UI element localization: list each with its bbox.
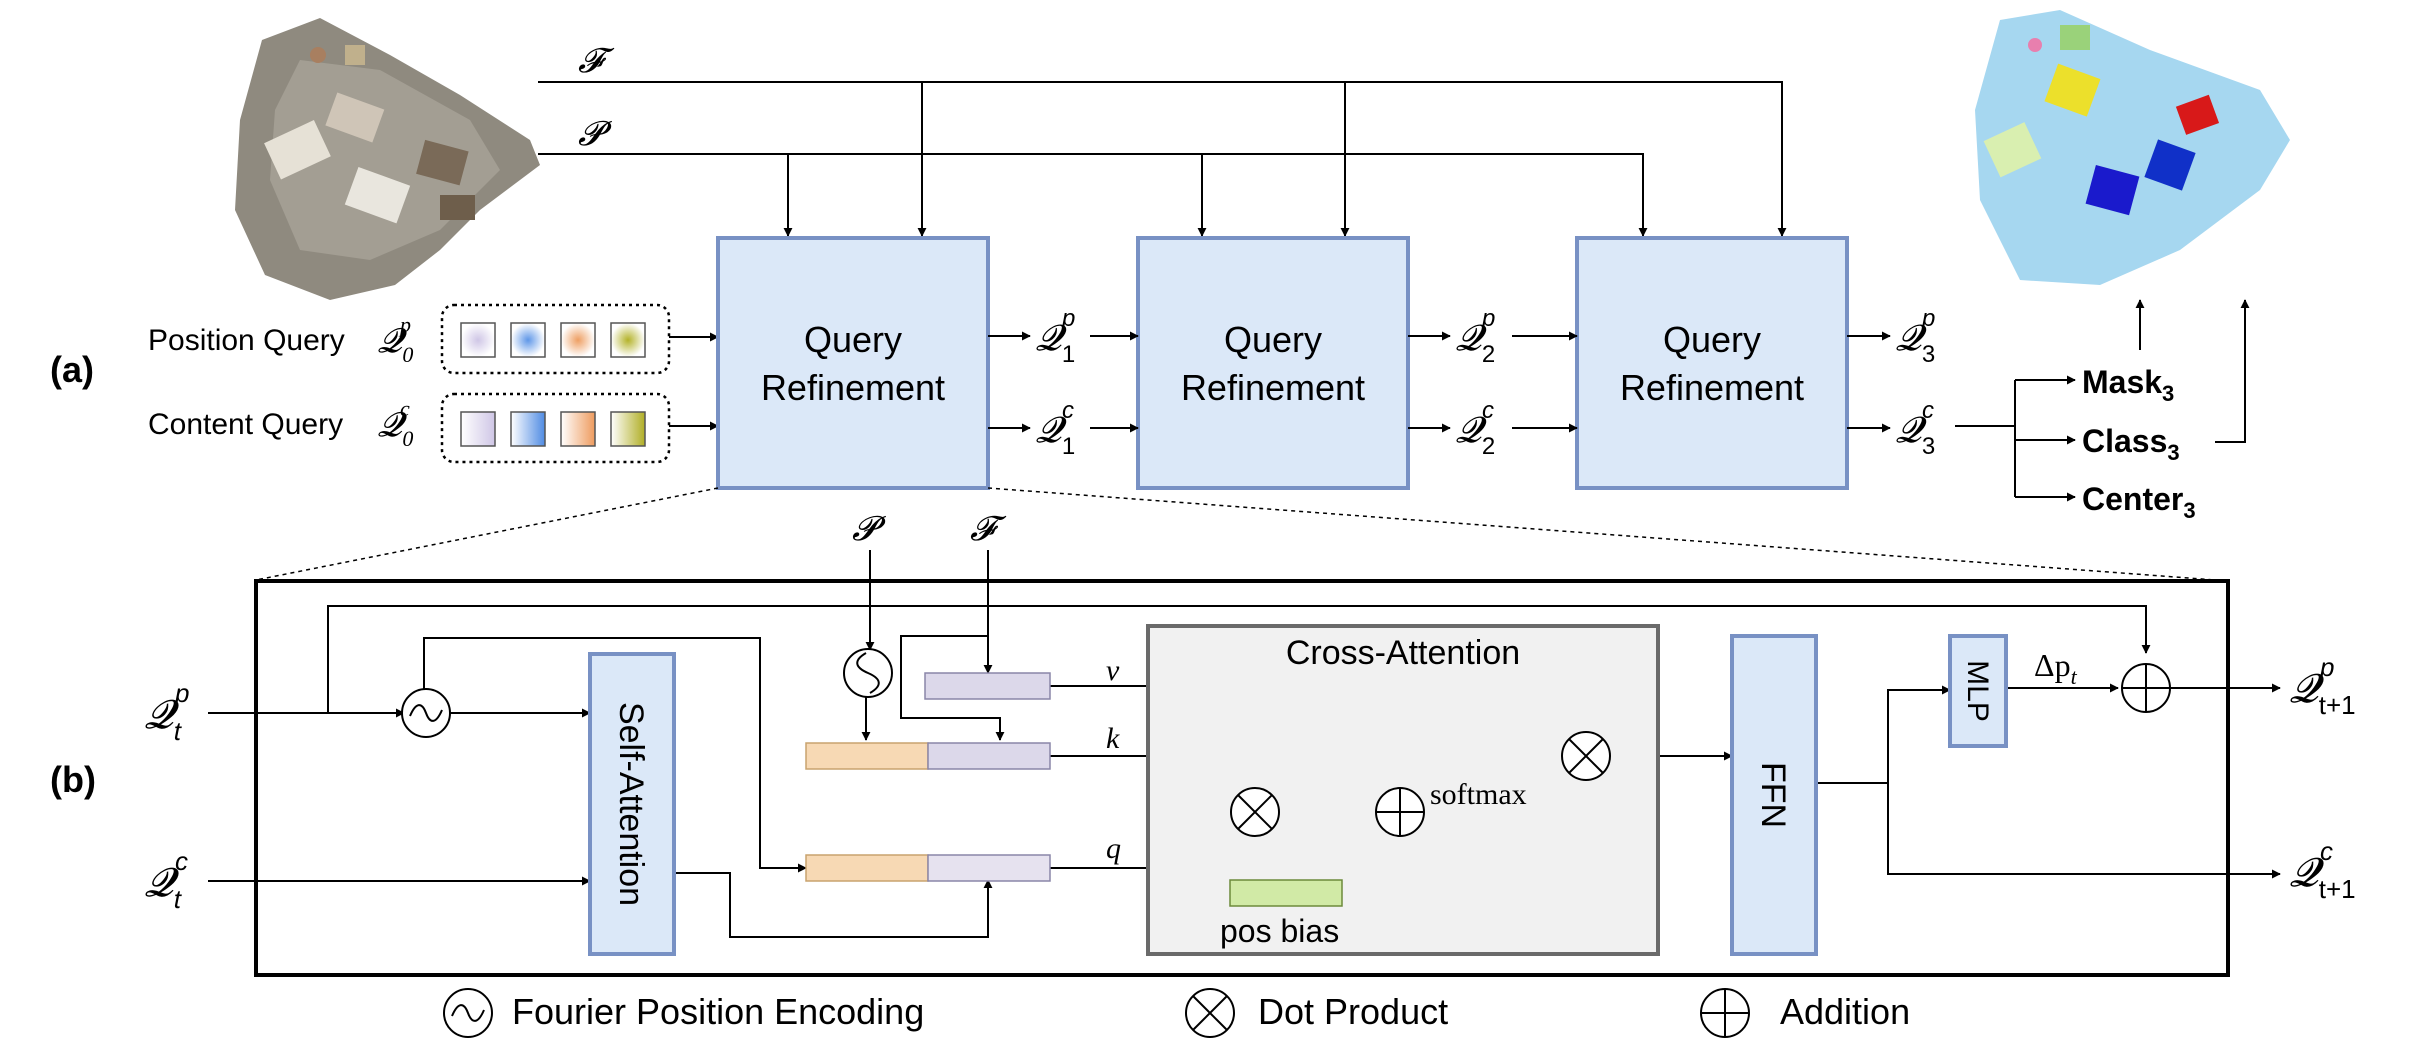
svg-text:𝓠1: 𝓠1 [1036, 317, 1075, 368]
query-token [805, 854, 1051, 882]
legend-dot-product: Dot Product [1185, 988, 1448, 1038]
legend-addition: Addition [1700, 988, 1910, 1038]
pos-token-2 [510, 322, 546, 358]
class-head: Class3 [2082, 423, 2180, 465]
delta-p-label: Δpt [2034, 647, 2078, 689]
addition-icon [1375, 787, 1425, 837]
ffn-block: FFN [1730, 634, 1818, 956]
svg-text:𝓠3: 𝓠3 [1896, 409, 1935, 460]
content-token-2 [510, 411, 546, 447]
q3-position: 𝓠3 p [1896, 305, 1935, 368]
mlp-block: MLP [1948, 634, 2008, 748]
legend-fourier: Fourier Position Encoding [443, 988, 924, 1038]
svg-text:c: c [1482, 397, 1494, 424]
v-label: v [1106, 654, 1120, 687]
q2-content: 𝓠2 c [1456, 397, 1495, 460]
position-symbol: 𝓟 [578, 116, 612, 153]
svg-text:𝓠3: 𝓠3 [1896, 317, 1935, 368]
svg-text:c: c [2320, 836, 2333, 866]
svg-text:c: c [1922, 397, 1934, 424]
output-segmented-scene [1975, 10, 2290, 285]
detail-position-symbol: 𝓟 [852, 511, 886, 548]
svg-text:p: p [174, 678, 189, 708]
svg-text:Fourier Position Encoding: Fourier Position Encoding [512, 991, 924, 1032]
zoom-lines [255, 487, 2216, 581]
qt-position-input: 𝓠t p [145, 678, 189, 746]
pos-bias-token [1229, 879, 1343, 907]
svg-text:𝓠t+1: 𝓠t+1 [2290, 851, 2356, 904]
svg-text:Query: Query [1663, 319, 1761, 360]
svg-text:Self-Attention: Self-Attention [612, 702, 650, 906]
svg-text:𝓠2: 𝓠2 [1456, 317, 1495, 368]
svg-text:𝓠2: 𝓠2 [1456, 409, 1495, 460]
svg-text:MLP: MLP [1961, 660, 1994, 722]
feature-symbol: 𝓕 [578, 43, 615, 80]
fourier-encoding-icon [401, 688, 451, 738]
detail-feature-symbol: 𝓕 [970, 511, 1007, 548]
qt1-position-output: 𝓠t+1 p [2290, 652, 2356, 720]
svg-text:p: p [1061, 305, 1075, 332]
svg-text:FFN: FFN [1754, 762, 1792, 828]
svg-text:Addition: Addition [1780, 991, 1910, 1032]
addition-icon [2121, 663, 2171, 713]
query-refinement-1: Query Refinement [716, 236, 990, 490]
qt-content-input: 𝓠t c [145, 846, 188, 914]
svg-text:c: c [175, 846, 188, 876]
svg-text:Query: Query [1224, 319, 1322, 360]
svg-text:Refinement: Refinement [1181, 367, 1365, 408]
svg-text:Query: Query [804, 319, 902, 360]
cross-attention-title: Cross-Attention [1286, 634, 1520, 672]
q1-position: 𝓠1 p [1036, 305, 1075, 368]
svg-text:p: p [1921, 305, 1935, 332]
input-point-cloud [235, 18, 540, 300]
position-query-label: Position Query [148, 324, 345, 357]
k-label: k [1106, 722, 1120, 755]
svg-text:c: c [1062, 397, 1074, 424]
pos-bias-label: pos bias [1220, 913, 1339, 949]
query-refinement-3: Query Refinement [1575, 236, 1849, 490]
svg-text:Refinement: Refinement [1620, 367, 1804, 408]
value-token [924, 672, 1051, 700]
mask-head: Mask3 [2082, 364, 2174, 406]
content-query-label: Content Query [148, 408, 343, 441]
svg-text:Dot Product: Dot Product [1258, 991, 1448, 1032]
content-token-4 [610, 411, 646, 447]
query-refinement-2: Query Refinement [1136, 236, 1410, 490]
position-query-sup: p [398, 312, 411, 337]
fourier-encoding-icon [843, 648, 893, 698]
svg-text:𝓠1: 𝓠1 [1036, 409, 1075, 460]
content-token-3 [560, 411, 596, 447]
softmax-label: softmax [1430, 778, 1527, 811]
feature-line [538, 81, 1787, 237]
svg-text:p: p [2319, 652, 2334, 682]
q1-content: 𝓠1 c [1036, 397, 1075, 460]
pos-token-3 [560, 322, 596, 358]
svg-text:𝓠t+1: 𝓠t+1 [2290, 667, 2356, 720]
dot-product-icon [1230, 787, 1280, 837]
pos-token-1 [460, 322, 496, 358]
content-query-tokens [440, 392, 671, 464]
center-head: Center3 [2082, 481, 2196, 523]
position-query-tokens [440, 303, 671, 375]
qt1-content-output: 𝓠t+1 c [2290, 836, 2356, 904]
svg-text:p: p [1481, 305, 1495, 332]
detail-frame [254, 579, 2230, 977]
q2-position: 𝓠2 p [1456, 305, 1495, 368]
q-label: q [1106, 832, 1121, 865]
svg-text:Refinement: Refinement [761, 367, 945, 408]
panel-b-label: (b) [50, 759, 96, 800]
key-token [805, 742, 1051, 770]
self-attention-block: Self-Attention [588, 652, 676, 956]
panel-a-label: (a) [50, 349, 94, 390]
pos-token-4 [610, 322, 646, 358]
q3-content: 𝓠3 c [1896, 397, 1935, 460]
content-token-1 [460, 411, 496, 447]
content-query-sup: c [400, 396, 410, 421]
dot-product-icon [1561, 731, 1611, 781]
position-line [538, 153, 1648, 237]
